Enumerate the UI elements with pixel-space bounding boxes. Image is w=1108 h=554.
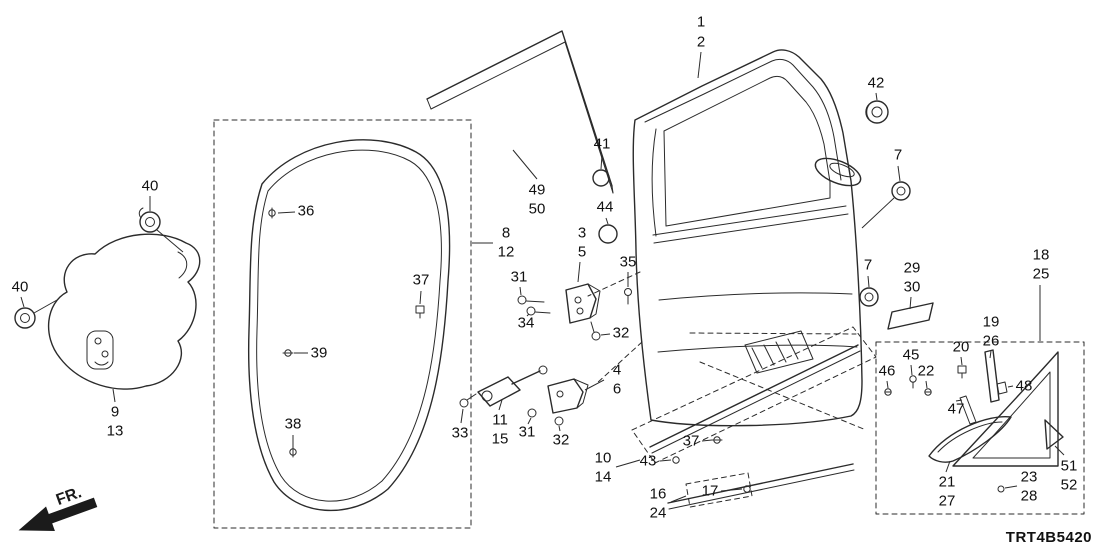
clip-20 (957, 356, 967, 379)
bolt-32-lower (554, 416, 564, 432)
bolt-35 (624, 272, 632, 305)
screw-22 (924, 380, 932, 396)
door-checker (459, 365, 548, 424)
molding-29-30 (887, 296, 934, 330)
sash-triangle (952, 351, 1059, 467)
strip-47 (955, 395, 977, 425)
lower-hinge (527, 378, 605, 432)
clip-39 (282, 349, 308, 357)
clip-36 (268, 207, 296, 219)
clip-38 (289, 435, 297, 458)
clip-23-28 (997, 485, 1018, 493)
fr-arrow: FR. (18, 484, 98, 531)
grommet-40-left (14, 296, 58, 329)
window-opening (663, 75, 831, 227)
clip-45 (909, 364, 917, 389)
grommet-7-upper (861, 165, 911, 229)
window-molding (426, 30, 614, 194)
bolt-31-upper (517, 286, 545, 305)
clip-37-left (415, 290, 425, 319)
clip-37-right (701, 436, 723, 444)
bolt-32-upper (590, 321, 611, 341)
diagram-code: TRT4B5420 (1005, 529, 1092, 546)
side-molding-10-14 (615, 326, 877, 468)
door-panel (587, 49, 867, 431)
grommet-40-top (138, 196, 184, 253)
door-handle (814, 157, 862, 187)
grommet-7-mid (859, 275, 879, 307)
bolt-31-lower (527, 408, 537, 425)
bolt-34 (526, 306, 551, 317)
piece-51-52 (1044, 419, 1065, 456)
grommet-44 (598, 217, 618, 244)
bolt-33 (459, 393, 477, 424)
quarter-garnish-group (875, 285, 1085, 515)
grommet-42 (865, 92, 889, 124)
strip-19-26 (984, 349, 1000, 403)
clip-43 (659, 456, 680, 464)
upper-hinge (517, 261, 611, 341)
bracket-48 (996, 381, 1014, 395)
garnish-21-27 (928, 415, 1012, 473)
door-weatherstrip (213, 119, 493, 529)
clip-17 (720, 485, 751, 493)
screw-46 (884, 380, 892, 396)
lower-molding-16-24 (667, 463, 855, 510)
door-hole-seal (47, 233, 201, 403)
grommet-41 (592, 154, 610, 187)
inner-latch-detail (744, 330, 814, 374)
